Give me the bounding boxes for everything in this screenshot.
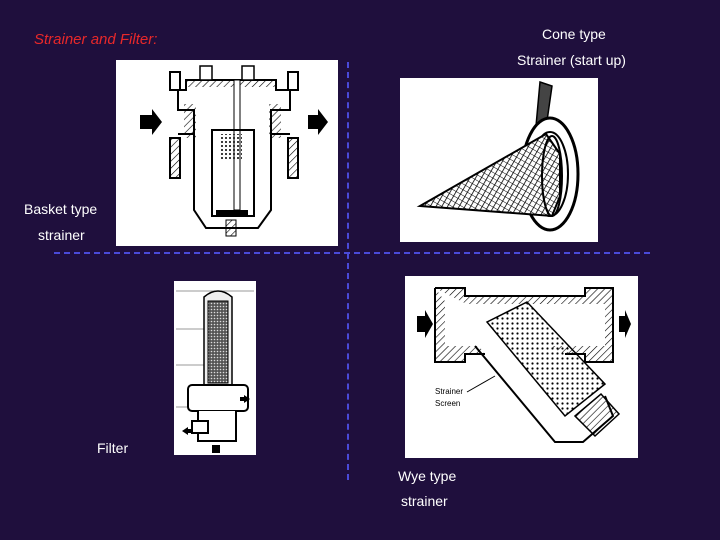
basket-label-line1: Basket type [24, 201, 98, 217]
wye-label-line1: Wye type [398, 468, 457, 484]
flow-arrow-icon [140, 109, 162, 135]
wye-label-line2: strainer [401, 493, 448, 509]
cone-label-line2: Strainer (start up) [517, 52, 626, 68]
cone-strainer-diagram [400, 78, 598, 242]
slide-title: Strainer and Filter: [34, 31, 158, 48]
flow-arrow-icon [240, 395, 250, 403]
flow-arrow-icon [182, 427, 192, 435]
wye-strainer-diagram: Strainer Screen [405, 276, 638, 458]
strainer-screen-label-line2: Screen [435, 399, 460, 408]
flow-arrow-icon [308, 109, 328, 135]
filter-diagram [174, 281, 256, 455]
strainer-screen-label-line1: Strainer [435, 387, 463, 396]
cone-label-line1: Cone type [542, 26, 606, 42]
basket-strainer-diagram [116, 60, 338, 246]
flow-arrow-icon [619, 310, 631, 338]
vertical-divider [347, 62, 349, 480]
horizontal-divider [54, 252, 650, 254]
basket-label-line2: strainer [38, 227, 85, 243]
flow-arrow-icon [417, 310, 433, 338]
filter-label: Filter [97, 440, 129, 456]
